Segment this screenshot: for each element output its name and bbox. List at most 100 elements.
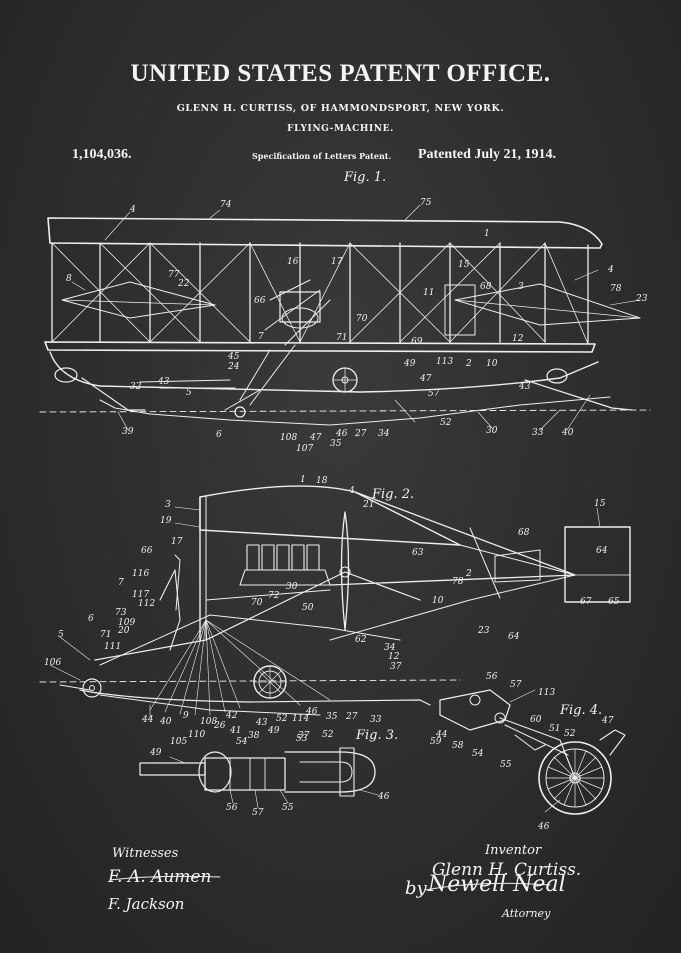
patent-subject: FLYING-MACHINE.: [287, 124, 394, 134]
ref-number: 49: [268, 726, 280, 736]
ref-number: 12: [388, 652, 400, 662]
ref-number: 5: [58, 630, 64, 640]
ref-number: 15: [594, 499, 606, 509]
ref-number: 20: [118, 626, 130, 636]
inventor-signature: Glenn H. Curtiss.: [432, 860, 582, 880]
ref-number: 24: [228, 362, 240, 372]
ref-number: 65: [608, 597, 620, 607]
ref-number: 108: [200, 717, 218, 727]
ref-number: 40: [562, 428, 574, 438]
ref-number: 52: [276, 714, 288, 724]
ref-number: 55: [500, 760, 512, 770]
ref-number: 19: [160, 516, 172, 526]
patented-date: Patented July 21, 1914.: [418, 147, 557, 162]
ref-number: 52: [564, 729, 576, 739]
ref-number: 6: [216, 430, 222, 440]
ref-number: 4: [130, 205, 136, 215]
fig3-detail-drawing: [140, 748, 378, 808]
ref-number: 43: [158, 377, 170, 387]
signature-flourishes: [110, 876, 550, 890]
ref-number: 52: [440, 418, 452, 428]
office-title: UNITED STATES PATENT OFFICE.: [130, 60, 551, 87]
ref-number: 71: [336, 333, 348, 343]
ref-number: 112: [138, 599, 156, 609]
ref-number: 17: [331, 257, 343, 267]
fig1-biplane-drawing: [40, 205, 650, 430]
ref-number: 41: [230, 726, 242, 736]
ref-number: 50: [302, 603, 314, 613]
specification-label: Specification of Letters Patent.: [252, 151, 392, 161]
ref-number: 75: [420, 198, 432, 208]
ref-number: 4: [349, 486, 355, 496]
ref-number: 10: [486, 359, 498, 369]
ref-number: 54: [472, 749, 484, 759]
attorney-label: Attorney: [502, 907, 551, 920]
ref-number: 35: [326, 712, 338, 722]
ref-number: 66: [141, 546, 153, 556]
witness-signature-1: F. A. Aumen: [108, 867, 212, 887]
ref-number: 110: [188, 730, 206, 740]
witness-signature-2: F. Jackson: [108, 895, 185, 913]
fig1-label: Fig. 1.: [344, 170, 387, 185]
ref-number: 78: [452, 577, 464, 587]
ref-number: 32: [130, 382, 142, 392]
ref-number: 27: [355, 429, 367, 439]
ref-number: 44: [142, 715, 154, 725]
ref-number: 70: [251, 598, 263, 608]
ref-number: 62: [355, 635, 367, 645]
ref-number: 55: [282, 803, 294, 813]
ref-number: 113: [538, 688, 556, 698]
ref-number: 71: [100, 630, 112, 640]
fig4-label: Fig. 4.: [560, 703, 603, 718]
ref-number: 8: [66, 274, 72, 284]
ref-number: 46: [378, 792, 390, 802]
ref-number: 40: [160, 717, 172, 727]
ref-number: 77: [168, 270, 180, 280]
ref-number: 37: [390, 662, 402, 672]
ref-number: 17: [171, 537, 183, 547]
ref-number: 34: [384, 643, 396, 653]
ref-number: 63: [412, 548, 424, 558]
ref-number: 72: [268, 591, 280, 601]
ref-number: 12: [512, 334, 524, 344]
ref-number: 73: [115, 608, 127, 618]
ref-number: 67: [580, 597, 592, 607]
ref-number: 1: [300, 475, 306, 485]
ref-number: 45: [228, 352, 240, 362]
ref-number: 16: [287, 257, 299, 267]
ref-number: 78: [610, 284, 622, 294]
ref-number: 26: [214, 721, 226, 731]
ref-number: 44: [436, 730, 448, 740]
ref-number: 111: [104, 642, 122, 652]
ref-number: 57: [510, 680, 522, 690]
ref-number: 39: [122, 427, 134, 437]
ref-number: 23: [478, 626, 490, 636]
ref-number: 37: [298, 731, 310, 741]
ref-number: 53: [296, 734, 308, 744]
inventor-line: GLENN H. CURTISS, OF HAMMONDSPORT, NEW Y…: [176, 103, 505, 114]
ref-number: 4: [608, 265, 614, 275]
fig2-sideview-drawing: [40, 486, 630, 718]
ref-number: 22: [178, 279, 190, 289]
ref-number: 35: [330, 439, 342, 449]
ref-number: 64: [596, 546, 608, 556]
ref-number: 21: [363, 500, 375, 510]
ref-number: 38: [248, 731, 260, 741]
ref-number: 114: [292, 714, 310, 724]
ref-number: 54: [236, 737, 248, 747]
fig2-label: Fig. 2.: [372, 487, 415, 502]
ref-number: 11: [423, 288, 435, 298]
ref-number: 33: [532, 428, 544, 438]
inventor-label: Inventor: [485, 843, 542, 858]
ref-number: 49: [404, 359, 416, 369]
ref-number: 46: [306, 707, 318, 717]
ref-number: 56: [226, 803, 238, 813]
ref-number: 52: [322, 730, 334, 740]
ref-number: 51: [549, 724, 561, 734]
ref-number: 2: [466, 569, 472, 579]
patent-number: 1,104,036.: [72, 147, 132, 162]
ref-number: 113: [436, 357, 454, 367]
ref-number: 2: [466, 359, 472, 369]
fig4-wheel-drawing: [440, 690, 625, 814]
